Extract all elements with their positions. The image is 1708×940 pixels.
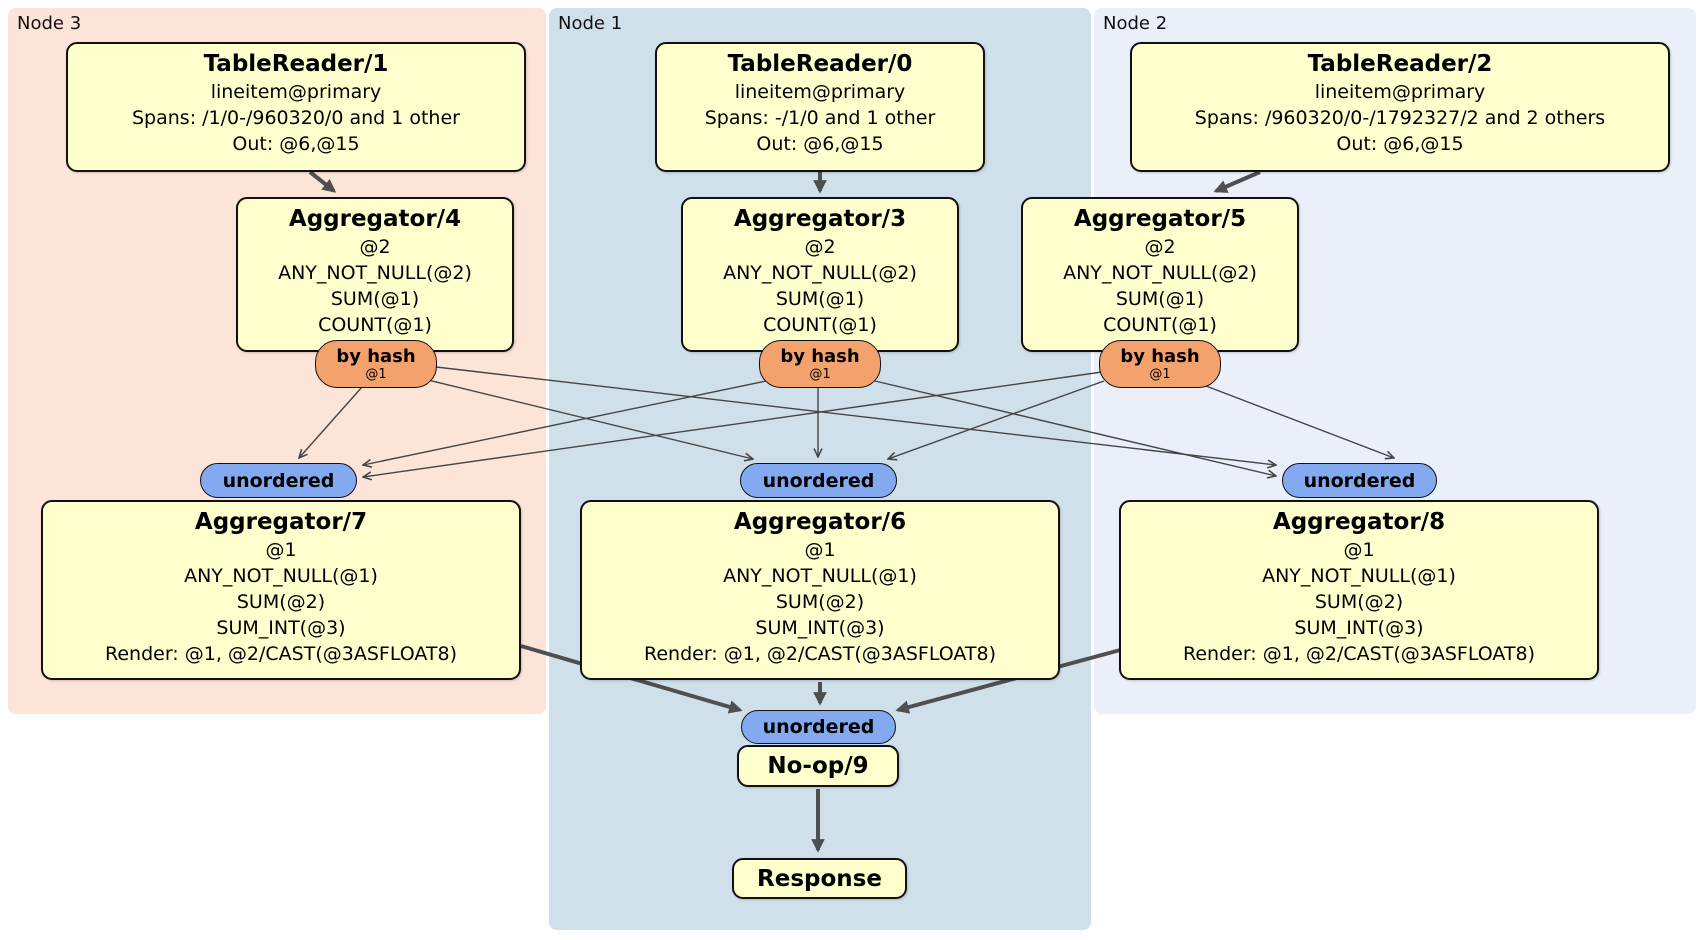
aggregator7-fn3: SUM_INT(@3) <box>216 617 346 639</box>
tablereader1-out: Out: @6,@15 <box>232 133 360 155</box>
aggregator4-group: @2 <box>359 236 391 258</box>
unordered-sync-node2: unordered <box>1282 463 1437 498</box>
node3-label: Node 3 <box>17 13 82 34</box>
aggregator6-render: Render: @1, @2/CAST(@3ASFLOAT8) <box>644 643 996 665</box>
aggregator6-fn1: ANY_NOT_NULL(@1) <box>723 565 917 587</box>
unordered-label: unordered <box>762 469 875 492</box>
aggregator7-group: @1 <box>265 539 297 561</box>
node2-label: Node 2 <box>1103 13 1168 34</box>
byhash-router-node2: by hash @1 <box>1099 340 1221 388</box>
unordered-label: unordered <box>1303 469 1416 492</box>
unordered-sync-node3: unordered <box>200 463 357 498</box>
tablereader0-out: Out: @6,@15 <box>756 133 884 155</box>
byhash-router-node1: by hash @1 <box>759 340 881 388</box>
byhash-label: by hash <box>1120 345 1200 367</box>
tablereader2-index: lineitem@primary <box>1314 81 1486 103</box>
tablereader1-index: lineitem@primary <box>210 81 382 103</box>
aggregator5-fn3: COUNT(@1) <box>1103 314 1217 336</box>
aggregator8-box: Aggregator/8 @1 ANY_NOT_NULL(@1) SUM(@2)… <box>1119 500 1599 680</box>
aggregator3-fn2: SUM(@1) <box>775 288 865 310</box>
aggregator6-title: Aggregator/6 <box>733 509 907 535</box>
aggregator4-fn2: SUM(@1) <box>330 288 420 310</box>
tablereader2-title: TableReader/2 <box>1307 51 1493 77</box>
aggregator6-group: @1 <box>804 539 836 561</box>
aggregator5-title: Aggregator/5 <box>1073 206 1247 232</box>
aggregator8-fn3: SUM_INT(@3) <box>1294 617 1424 639</box>
aggregator6-box: Aggregator/6 @1 ANY_NOT_NULL(@1) SUM(@2)… <box>580 500 1060 680</box>
aggregator6-fn2: SUM(@2) <box>775 591 865 613</box>
aggregator4-fn1: ANY_NOT_NULL(@2) <box>278 262 472 284</box>
byhash-label: by hash <box>336 345 416 367</box>
aggregator4-box: Aggregator/4 @2 ANY_NOT_NULL(@2) SUM(@1)… <box>236 197 514 352</box>
tablereader0-title: TableReader/0 <box>727 51 913 77</box>
aggregator7-fn1: ANY_NOT_NULL(@1) <box>184 565 378 587</box>
aggregator8-fn2: SUM(@2) <box>1314 591 1404 613</box>
tablereader1-box: TableReader/1 lineitem@primary Spans: /1… <box>66 42 526 172</box>
aggregator3-fn3: COUNT(@1) <box>763 314 877 336</box>
tablereader0-index: lineitem@primary <box>734 81 906 103</box>
aggregator8-title: Aggregator/8 <box>1272 509 1446 535</box>
unordered-label: unordered <box>222 469 335 492</box>
unordered-label: unordered <box>762 716 875 738</box>
tablereader2-box: TableReader/2 lineitem@primary Spans: /9… <box>1130 42 1670 172</box>
byhash-label: by hash <box>780 345 860 367</box>
tablereader0-spans: Spans: -/1/0 and 1 other <box>704 107 936 129</box>
aggregator8-render: Render: @1, @2/CAST(@3ASFLOAT8) <box>1183 643 1535 665</box>
aggregator4-fn3: COUNT(@1) <box>318 314 432 336</box>
response-title: Response <box>757 865 882 892</box>
unordered-sync-node1: unordered <box>740 463 897 498</box>
aggregator5-fn2: SUM(@1) <box>1115 288 1205 310</box>
aggregator8-group: @1 <box>1343 539 1375 561</box>
byhash-router-node3: by hash @1 <box>315 340 437 388</box>
aggregator6-fn3: SUM_INT(@3) <box>755 617 885 639</box>
aggregator3-title: Aggregator/3 <box>733 206 907 232</box>
aggregator8-fn1: ANY_NOT_NULL(@1) <box>1262 565 1456 587</box>
tablereader2-spans: Spans: /960320/0-/1792327/2 and 2 others <box>1194 107 1606 129</box>
byhash-key: @1 <box>1149 366 1171 382</box>
tablereader1-title: TableReader/1 <box>203 51 389 77</box>
aggregator3-group: @2 <box>804 236 836 258</box>
unordered-sync-final: unordered <box>741 710 896 744</box>
aggregator5-group: @2 <box>1144 236 1176 258</box>
byhash-key: @1 <box>365 366 387 382</box>
aggregator7-fn2: SUM(@2) <box>236 591 326 613</box>
tablereader2-out: Out: @6,@15 <box>1336 133 1464 155</box>
aggregator7-render: Render: @1, @2/CAST(@3ASFLOAT8) <box>105 643 457 665</box>
byhash-key: @1 <box>809 366 831 382</box>
aggregator3-fn1: ANY_NOT_NULL(@2) <box>723 262 917 284</box>
aggregator5-box: Aggregator/5 @2 ANY_NOT_NULL(@2) SUM(@1)… <box>1021 197 1299 352</box>
aggregator3-box: Aggregator/3 @2 ANY_NOT_NULL(@2) SUM(@1)… <box>681 197 959 352</box>
response-box: Response <box>732 858 907 899</box>
aggregator4-title: Aggregator/4 <box>288 206 462 232</box>
tablereader0-box: TableReader/0 lineitem@primary Spans: -/… <box>655 42 985 172</box>
tablereader1-spans: Spans: /1/0-/960320/0 and 1 other <box>132 107 460 129</box>
aggregator7-box: Aggregator/7 @1 ANY_NOT_NULL(@1) SUM(@2)… <box>41 500 521 680</box>
aggregator5-fn1: ANY_NOT_NULL(@2) <box>1063 262 1257 284</box>
noop-title: No-op/9 <box>767 753 869 779</box>
node1-label: Node 1 <box>558 13 623 34</box>
noop-box: No-op/9 <box>737 745 899 787</box>
aggregator7-title: Aggregator/7 <box>194 509 368 535</box>
